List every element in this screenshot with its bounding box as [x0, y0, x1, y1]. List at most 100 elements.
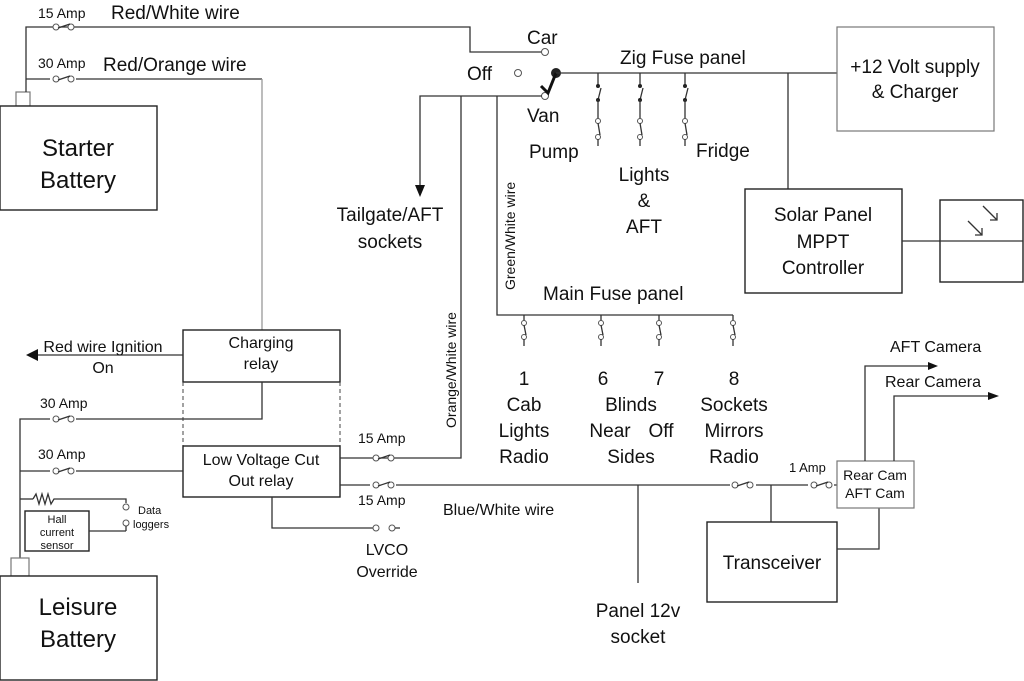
leisure-battery: Leisure Battery	[0, 557, 158, 681]
main-fuse-1-number: 1	[519, 369, 530, 390]
lvco-override-switch	[372, 524, 400, 532]
blue-white-wire-label: Blue/White wire	[443, 502, 554, 519]
charging-relay-label-2: relay	[244, 356, 279, 373]
hall-sensor-box	[24, 510, 90, 552]
main-fuse-8-line-2: Mirrors	[704, 421, 763, 442]
transceiver-label: Transceiver	[723, 553, 822, 574]
green-white-wire-label: Green/White wire	[502, 182, 518, 290]
data-logger-node-1	[122, 503, 130, 511]
lvco-relay-label-1: Low Voltage Cut	[203, 452, 320, 469]
lights-aft-label-3: AFT	[626, 217, 662, 238]
main-fuse-7-line-2: Off	[649, 421, 675, 442]
hall-sensor-label-1: Hall	[48, 514, 67, 526]
hall-sensor: Hall current sensor	[24, 510, 90, 552]
starter-battery-terminal	[15, 91, 31, 107]
tailgate-arrow-icon	[415, 185, 425, 197]
tailgate-label-1: Tailgate/AFT	[337, 205, 444, 226]
fuse-30a-top	[50, 75, 76, 83]
leisure-battery-box	[0, 575, 158, 681]
charging-relay-box	[182, 329, 341, 383]
fuse-15a-lvco2	[370, 481, 396, 489]
lvco-override-label-2: Override	[356, 564, 417, 581]
rear-camera-label: Rear Camera	[885, 374, 981, 391]
data-logger-node-2	[122, 519, 130, 527]
solar-panel-icon	[939, 199, 1024, 283]
starter-battery: Starter Battery	[0, 91, 158, 211]
main-fuse-8-number: 8	[729, 369, 740, 390]
transceiver-cam-wire	[837, 508, 880, 550]
fuse-1a-label: 1 Amp	[789, 460, 826, 475]
transceiver-box	[706, 521, 838, 603]
zig-switch-pump	[595, 73, 602, 146]
fuse-30a-mid2-label: 30 Amp	[38, 446, 86, 462]
solar-controller-label-2: MPPT	[797, 232, 850, 253]
fuse-15a-top	[52, 23, 75, 31]
main-fuse-6-line-1: Blinds	[605, 395, 657, 416]
supply-charger-label-1: +12 Volt supply	[850, 57, 980, 78]
fuse-transceiver	[730, 481, 756, 489]
panel-socket-label-2: socket	[611, 627, 667, 648]
aft-camera-wire	[864, 365, 930, 461]
fridge-label: Fridge	[696, 141, 750, 162]
fuse-30a-mid1	[50, 415, 76, 423]
switch-off-label: Off	[467, 64, 493, 85]
transceiver: Transceiver	[706, 521, 838, 603]
cam-box-label-2: AFT Cam	[845, 485, 905, 501]
main-fuse-7	[656, 315, 662, 346]
cam-box-label-1: Rear Cam	[843, 467, 907, 483]
data-loggers-label-2: loggers	[133, 519, 170, 531]
solar-controller: Solar Panel MPPT Controller	[744, 188, 903, 294]
switch-van-label: Van	[527, 106, 559, 127]
solar-controller-label-1: Solar Panel	[774, 205, 872, 226]
pump-label: Pump	[529, 142, 579, 163]
main-fuse-6-line-2: Near	[589, 421, 631, 442]
main-fuse-6	[598, 315, 604, 346]
main-fuse-panel-label: Main Fuse panel	[543, 284, 683, 305]
solar-controller-label-3: Controller	[782, 258, 865, 279]
red-orange-wire-label: Red/Orange wire	[103, 55, 247, 76]
hall-sensor-label-2: current	[40, 527, 74, 539]
zig-fuse-panel-label: Zig Fuse panel	[620, 48, 746, 69]
main-fuse-7-number: 7	[654, 369, 665, 390]
fuse-1a	[808, 481, 834, 489]
data-loggers-label-1: Data	[138, 505, 162, 517]
cam-box-rect	[836, 460, 915, 509]
aft-camera-label: AFT Camera	[890, 339, 981, 356]
main-fuse-6-number: 6	[598, 369, 609, 390]
zig-switch-lights	[637, 73, 644, 146]
lvco-relay-label-2: Out relay	[229, 473, 294, 490]
supply-charger: +12 Volt supply & Charger	[836, 26, 995, 132]
lvco-override-wire	[271, 497, 373, 529]
ignition-label-2: On	[92, 360, 113, 377]
switch-car-label: Car	[527, 28, 558, 49]
rotary-switch-icon	[514, 48, 561, 100]
leisure-battery-terminal	[10, 557, 30, 577]
main-fuse-6-line-3: Sides	[607, 447, 655, 468]
panel-socket-label-1: Panel 12v	[596, 601, 681, 622]
main-fuse-8	[730, 315, 736, 346]
lvco-relay: Low Voltage Cut Out relay	[182, 445, 341, 498]
rear-camera-wire	[893, 395, 990, 461]
lights-aft-label-1: Lights	[619, 165, 670, 186]
red-white-wire-label: Red/White wire	[111, 3, 240, 24]
rear-camera-arrow-icon	[988, 392, 999, 400]
solar-controller-box	[744, 188, 903, 294]
main-fuse-1-line-3: Radio	[499, 447, 549, 468]
leisure-battery-label-1: Leisure	[39, 594, 118, 621]
main-fuse-1-line-1: Cab	[507, 395, 542, 416]
green-white-wire	[496, 96, 733, 316]
orange-white-wire-label: Orange/White wire	[443, 312, 459, 428]
resistor-icon	[32, 491, 127, 507]
supply-charger-label-2: & Charger	[872, 82, 959, 103]
main-fuse-8-line-1: Sockets	[700, 395, 768, 416]
red-white-wire	[25, 26, 542, 92]
leisure-battery-label-2: Battery	[40, 626, 116, 653]
orange-white-wire	[400, 96, 462, 459]
tailgate-label-2: sockets	[358, 232, 422, 253]
fuse-30a-mid2	[50, 467, 76, 475]
main-fuse-1	[521, 315, 527, 346]
fuse-30a-mid1-label: 30 Amp	[40, 395, 88, 411]
starter-battery-box	[0, 105, 158, 211]
starter-battery-label-1: Starter	[42, 135, 114, 162]
